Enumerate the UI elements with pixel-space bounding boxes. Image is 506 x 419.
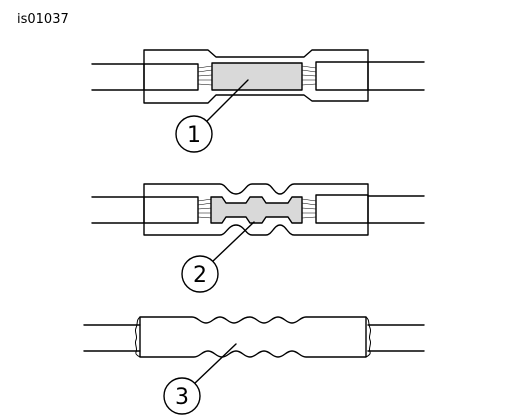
wire-insulation-left [143, 196, 199, 224]
sleeve-end-right [365, 316, 372, 358]
callout-number-3: 3 [175, 385, 189, 410]
wire-strands-left [197, 198, 213, 219]
callout-number-1: 1 [187, 123, 201, 148]
step-3-splice: 3 [83, 316, 425, 415]
callout-leader-1 [205, 79, 249, 123]
heat-shrink-sleeve [143, 183, 369, 236]
wire-insulation-left [143, 63, 199, 91]
step-2-splice: 2 [91, 183, 425, 293]
callout-circle-2 [181, 255, 219, 293]
wire-insulation-right [315, 194, 369, 224]
callout-leader-2 [211, 221, 255, 263]
shrunk-sleeve [139, 316, 367, 358]
crimp-barrel-crimped [210, 196, 303, 224]
callout-number-2: 2 [193, 263, 207, 288]
figure-id-label: is01037 [17, 12, 69, 27]
wire-strands-right [301, 198, 317, 219]
crimp-barrel [211, 62, 303, 91]
callout-leader-3 [193, 343, 237, 385]
callout-circle-3 [163, 377, 201, 415]
wire-insulation-right [315, 61, 369, 91]
wire-strands-left [197, 65, 213, 86]
wire-strands-right [301, 65, 317, 86]
heat-shrink-sleeve [143, 49, 369, 104]
sleeve-end-left [134, 316, 141, 358]
step-1-splice: 1 [91, 49, 425, 153]
callout-circle-1 [175, 115, 213, 153]
